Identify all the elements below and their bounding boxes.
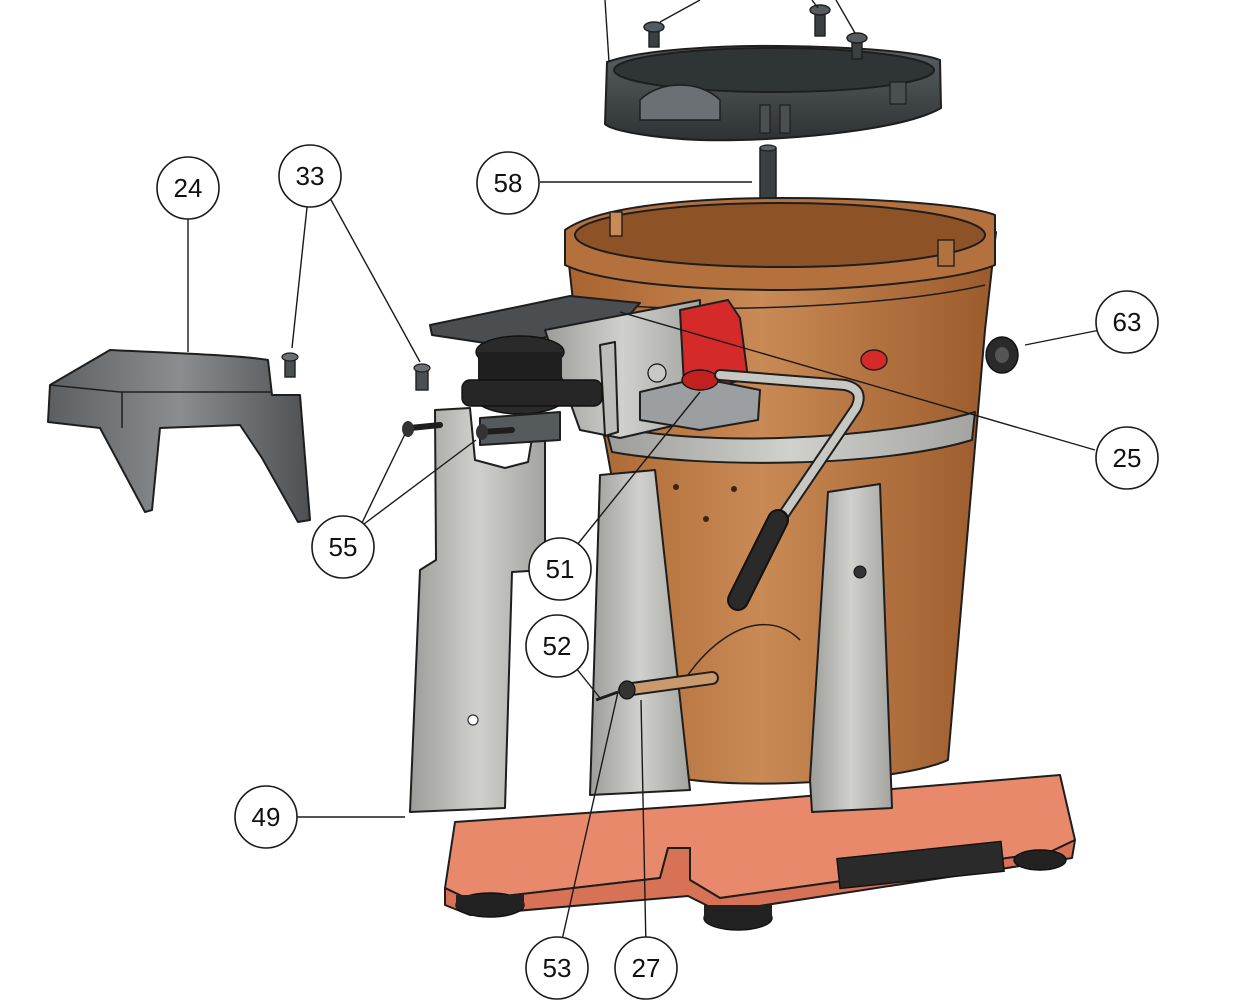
svg-text:63: 63: [1113, 307, 1142, 337]
svg-text:49: 49: [252, 802, 281, 832]
callout-53: 53: [525, 936, 589, 1000]
svg-text:24: 24: [174, 173, 203, 203]
red-crank-block: [639, 299, 761, 431]
svg-text:53: 53: [543, 953, 572, 983]
chute-24: [47, 349, 311, 523]
callout-24: 24: [156, 156, 220, 220]
front-right-leg: [809, 483, 893, 813]
base-frame: [444, 774, 1076, 931]
top-leader-lines: [604, 0, 856, 63]
callout-25: 25: [1095, 426, 1159, 490]
callout-51: 51: [528, 537, 592, 601]
callout-49: 49: [234, 785, 298, 849]
lid-screws: [643, 4, 868, 60]
svg-text:25: 25: [1113, 443, 1142, 473]
callout-55: 55: [311, 515, 375, 579]
svg-text:27: 27: [632, 953, 661, 983]
svg-text:58: 58: [494, 168, 523, 198]
svg-text:52: 52: [543, 631, 572, 661]
crank-handle: [714, 369, 865, 611]
lid-ring: [604, 44, 942, 142]
leader-lines: [187, 181, 1101, 949]
screws-33: [281, 352, 431, 391]
callout-27: 27: [614, 936, 678, 1000]
left-leg-49: [409, 407, 546, 813]
lower-pin: [595, 671, 719, 702]
callout-63: 63: [1095, 290, 1159, 354]
svg-text:33: 33: [296, 161, 325, 191]
callout-52: 52: [525, 614, 589, 678]
grommet-63: [985, 336, 1019, 374]
callout-33: 33: [278, 144, 342, 208]
svg-text:51: 51: [546, 554, 575, 584]
callout-58: 58: [476, 151, 540, 215]
svg-text:55: 55: [329, 532, 358, 562]
shaft: [759, 144, 777, 201]
bolts-55: [402, 421, 515, 440]
